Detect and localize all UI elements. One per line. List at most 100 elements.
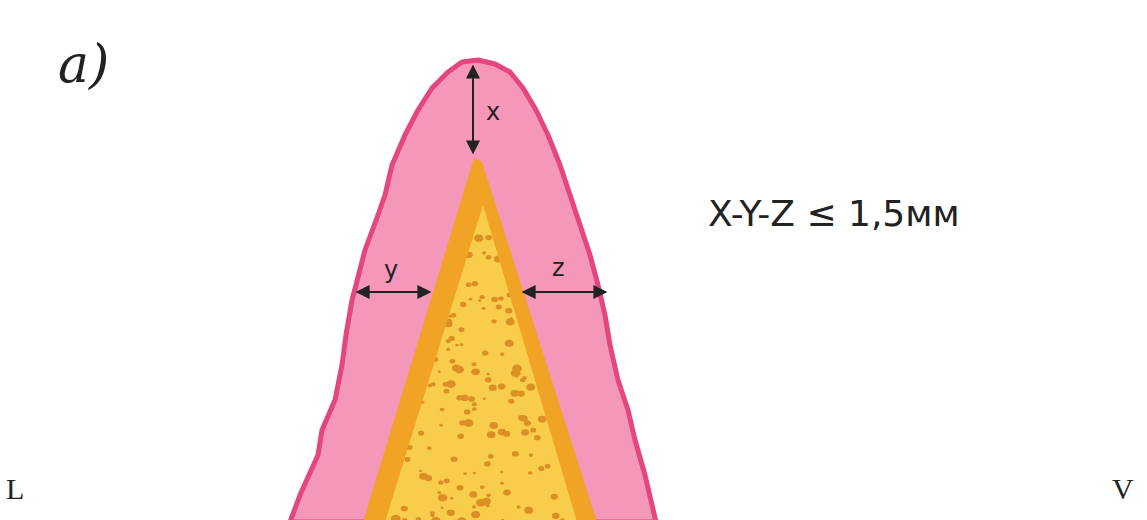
cortical-bone — [363, 158, 597, 520]
bone-pore — [491, 297, 498, 302]
bone-pore — [485, 235, 492, 240]
bone-pore — [448, 315, 452, 318]
bone-pore — [432, 357, 438, 362]
bone-pore — [487, 431, 496, 438]
bone-pore — [494, 255, 503, 262]
bone-pore — [430, 511, 435, 515]
bone-pore — [480, 485, 485, 489]
dimension-letter: z — [552, 256, 565, 280]
dimension-letter: y — [384, 258, 398, 282]
bone-pore — [446, 348, 450, 351]
bone-pore — [486, 493, 491, 497]
bone-pore — [472, 407, 477, 411]
bone-pore — [521, 429, 529, 435]
bone-pore — [443, 382, 449, 387]
bone-pore — [488, 454, 494, 459]
dimension-arrow — [357, 291, 430, 293]
bone-pore — [552, 513, 560, 519]
bone-pore — [431, 517, 441, 520]
bone-pore — [534, 435, 540, 440]
bone-pore — [440, 408, 445, 412]
bone-pore — [505, 340, 514, 347]
bone-pore — [498, 384, 506, 390]
bone-pore — [473, 472, 476, 475]
bone-pore — [402, 518, 408, 520]
side-letter: L — [6, 474, 24, 504]
bone-pore — [517, 390, 525, 396]
bone-pore — [455, 366, 464, 374]
bone-pore — [526, 383, 535, 390]
bone-pore — [482, 251, 486, 254]
bone-pore — [468, 297, 472, 300]
bone-pore — [416, 517, 421, 520]
bone-pore — [446, 339, 451, 343]
bone-pore — [496, 304, 502, 309]
bone-pore — [520, 378, 525, 382]
bone-pore — [489, 385, 497, 392]
bone-pore — [431, 382, 436, 386]
bone-pore — [471, 370, 475, 374]
figure-letter: a) — [58, 38, 109, 90]
bone-pore — [478, 299, 481, 301]
bone-pore — [464, 419, 474, 427]
bone-pore — [484, 461, 491, 466]
bone-pore — [421, 401, 425, 404]
bone-pore — [450, 359, 456, 364]
bone-pore — [401, 506, 408, 512]
bone-pore — [437, 491, 441, 494]
bone-pore — [472, 402, 477, 406]
bone-pore — [498, 429, 506, 436]
bone-pore — [463, 472, 467, 475]
bone-pore — [458, 517, 466, 520]
bone-pore — [466, 282, 472, 287]
bone-pore — [444, 320, 453, 327]
bone-pore — [482, 350, 489, 355]
bone-pore — [501, 519, 505, 520]
bone-pore — [482, 307, 486, 310]
bone-pore — [500, 471, 503, 474]
bone-pore — [530, 428, 536, 433]
bone-pore — [461, 395, 469, 401]
bone-pore — [538, 416, 547, 423]
formula-note: X-Y-Z ≤ 1,5мм — [708, 196, 960, 232]
bone-pore — [419, 473, 428, 480]
bone-pore — [474, 235, 483, 242]
bone-pore — [500, 482, 504, 485]
bone-pore — [457, 434, 464, 439]
bone-pore — [468, 396, 475, 402]
bone-pore — [419, 470, 422, 473]
bone-pore — [483, 500, 490, 505]
bone-pore — [498, 296, 503, 300]
bone-pore — [485, 377, 492, 382]
bone-pore — [464, 409, 471, 414]
side-letter: V — [1112, 474, 1134, 504]
bone-pore — [439, 424, 443, 427]
bone-pore — [528, 471, 532, 475]
bone-pore — [438, 494, 448, 502]
bone-pore — [519, 417, 523, 420]
bone-pore — [464, 251, 472, 258]
bone-pore — [458, 327, 464, 332]
bone-pore — [508, 399, 514, 404]
bone-pore — [479, 295, 484, 299]
bone-pore — [443, 389, 449, 394]
bone-pore — [472, 505, 476, 508]
bone-pore — [512, 365, 522, 373]
bone-pore — [538, 466, 544, 471]
bone-pore — [517, 505, 521, 508]
bone-pore — [444, 479, 450, 484]
bone-pore — [438, 480, 443, 484]
bone-pore — [503, 489, 511, 495]
bone-pore — [529, 453, 534, 457]
bone-pore — [450, 497, 453, 500]
bone-pore — [512, 451, 519, 457]
bone-pore — [457, 485, 464, 491]
bone-pores — [391, 235, 565, 520]
bone-pore — [545, 464, 551, 469]
bone-pore — [551, 494, 558, 500]
bone-pore — [483, 398, 486, 400]
bone-pore — [451, 457, 458, 462]
bone-pore — [513, 367, 516, 370]
bone-pore — [500, 352, 505, 356]
